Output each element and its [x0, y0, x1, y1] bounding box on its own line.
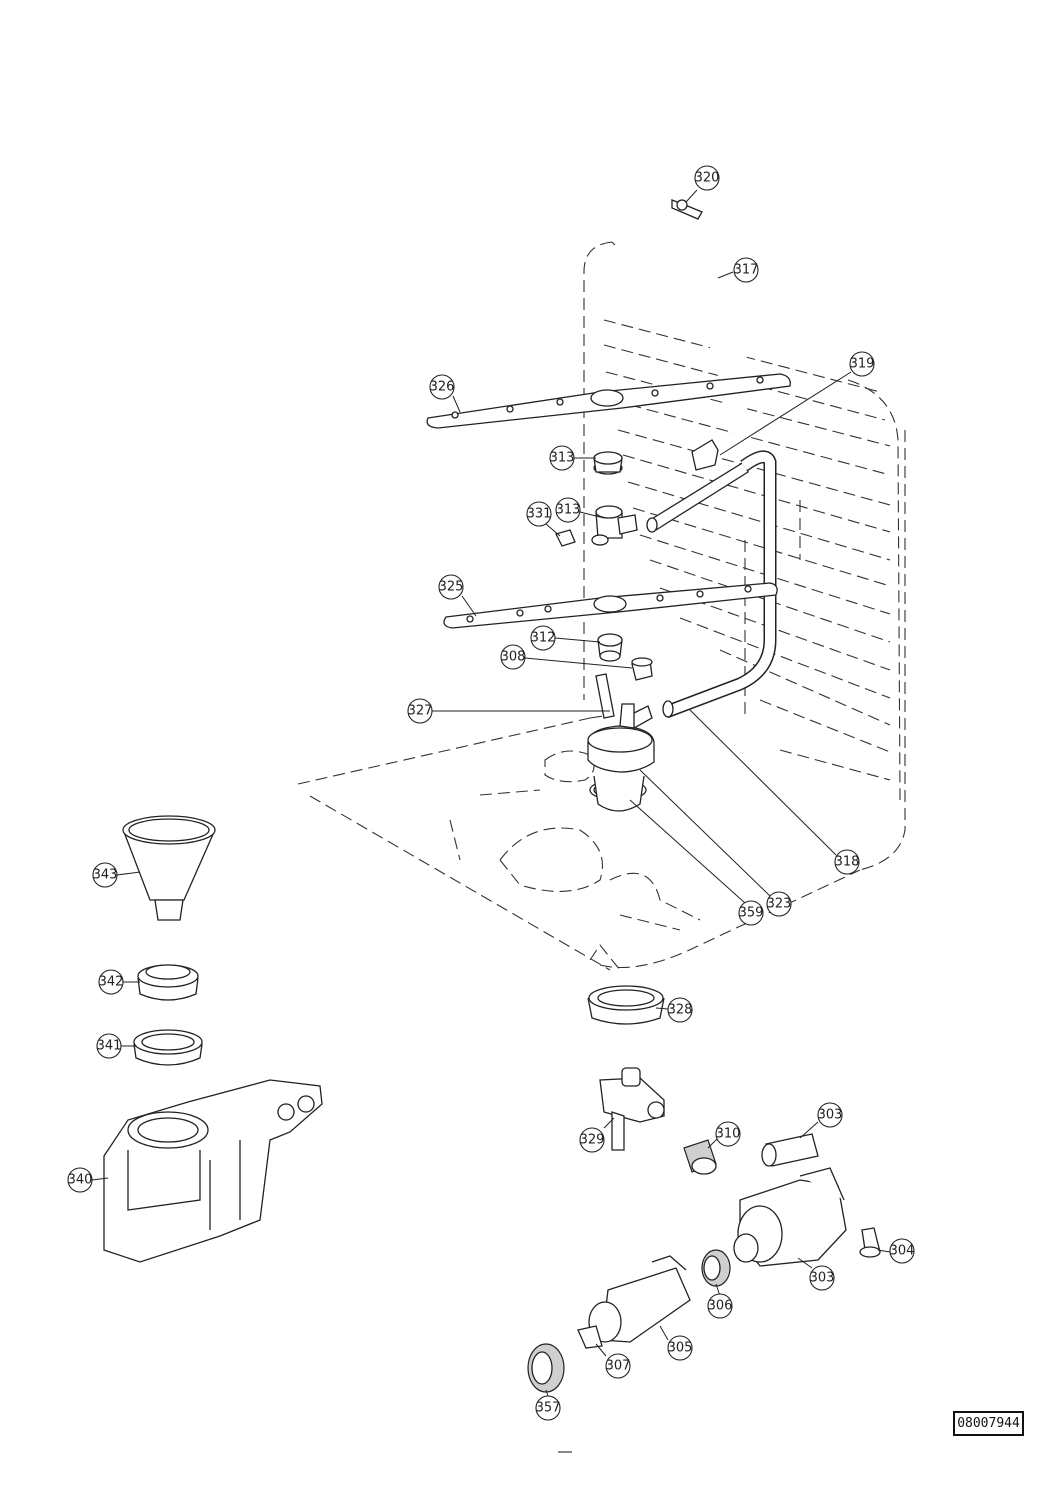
- callout-label: 310: [716, 1127, 741, 1142]
- callout-label: 328: [668, 1003, 693, 1018]
- callout-label: 323: [767, 897, 792, 912]
- callout-342: 342: [98, 969, 124, 995]
- part-307-clip: [577, 1325, 603, 1349]
- document-number: 08007944: [957, 1416, 1020, 1431]
- part-318-riser-pipe: [662, 450, 777, 719]
- part-331-nozzle: [555, 529, 576, 547]
- part-313-upper-hub: [593, 451, 623, 475]
- part-305-heater: [588, 1255, 691, 1343]
- callout-325: 325: [438, 574, 464, 600]
- callout-label: 313: [556, 503, 581, 518]
- callout-359: 359: [738, 900, 764, 926]
- part-326-upper-spray-arm: [426, 373, 791, 429]
- part-320-clip: [671, 199, 703, 220]
- callout-label: 320: [695, 171, 720, 186]
- leader-lines: [91, 189, 891, 1397]
- callout-328: 328: [667, 997, 693, 1023]
- callouts: 320 317 319 326 313 313 331 325 312 308 …: [67, 165, 915, 1421]
- callout-327: 327: [407, 698, 433, 724]
- callout-313-lower: 313: [555, 497, 581, 523]
- callout-318: 318: [834, 849, 860, 875]
- callout-357: 357: [535, 1395, 561, 1421]
- part-357-seal: [527, 1343, 565, 1393]
- callout-303-capacitor: 303: [817, 1102, 843, 1128]
- part-306-coupling: [701, 1249, 731, 1287]
- callout-305: 305: [667, 1335, 693, 1361]
- callout-label: 329: [580, 1133, 605, 1148]
- part-329-valve: [599, 1067, 665, 1151]
- part-343-funnel: [122, 815, 216, 921]
- callout-label: 327: [408, 704, 433, 719]
- callout-307: 307: [605, 1353, 631, 1379]
- callout-329: 329: [579, 1127, 605, 1153]
- callout-323: 323: [766, 891, 792, 917]
- callout-label: 342: [99, 975, 124, 990]
- callout-label: 317: [734, 263, 759, 278]
- callout-320: 320: [694, 165, 720, 191]
- callout-label: 319: [850, 357, 875, 372]
- callout-326: 326: [429, 374, 455, 400]
- callout-label: 341: [97, 1039, 122, 1054]
- callout-312: 312: [530, 625, 556, 651]
- callout-label: 305: [668, 1341, 693, 1356]
- callout-label: 326: [430, 380, 455, 395]
- callout-label: 307: [606, 1359, 631, 1374]
- tub-outline: [297, 241, 906, 971]
- part-308-cap: [631, 657, 653, 681]
- callout-label: 318: [835, 855, 860, 870]
- callout-313-upper: 313: [549, 445, 575, 471]
- part-342-cap: [137, 964, 199, 1001]
- callout-label: 308: [501, 650, 526, 665]
- part-319-connector: [646, 439, 749, 533]
- callout-label: 343: [93, 868, 118, 883]
- part-327-sump: [587, 673, 655, 773]
- callout-label: 303: [818, 1108, 843, 1123]
- callout-label: 325: [439, 580, 464, 595]
- callout-310: 310: [715, 1121, 741, 1147]
- callout-319: 319: [849, 351, 875, 377]
- callout-340: 340: [67, 1167, 93, 1193]
- part-303-capacitor: [761, 1133, 819, 1167]
- part-328-nut: [587, 985, 665, 1025]
- callout-331: 331: [526, 501, 552, 527]
- callout-label: 303: [810, 1271, 835, 1286]
- part-341-ring: [133, 1029, 203, 1066]
- part-359-seal: [589, 775, 647, 812]
- document-number-box: 08007944: [953, 1411, 1024, 1436]
- callout-label: 313: [550, 451, 575, 466]
- callout-306: 306: [707, 1293, 733, 1319]
- callout-303-motor: 303: [809, 1265, 835, 1291]
- callout-343: 343: [92, 862, 118, 888]
- callout-label: 357: [536, 1401, 561, 1416]
- callout-label: 331: [527, 507, 552, 522]
- callout-label: 340: [68, 1173, 93, 1188]
- callout-304: 304: [889, 1238, 915, 1264]
- part-303-pump-motor: [733, 1167, 847, 1267]
- callout-label: 306: [708, 1299, 733, 1314]
- callout-label: 359: [739, 906, 764, 921]
- footer-mark: [558, 1451, 572, 1453]
- part-304-nozzle: [859, 1227, 881, 1258]
- part-340-water-softener: [103, 1079, 323, 1263]
- callout-317: 317: [733, 257, 759, 283]
- callout-341: 341: [96, 1033, 122, 1059]
- part-325-lower-spray-arm: [443, 582, 778, 629]
- callout-label: 304: [890, 1244, 915, 1259]
- part-317-feed-pipe: [687, 266, 748, 471]
- callout-label: 312: [531, 631, 556, 646]
- part-312-hub: [597, 633, 623, 662]
- part-313-lower-hub: [591, 505, 638, 546]
- callout-308: 308: [500, 644, 526, 670]
